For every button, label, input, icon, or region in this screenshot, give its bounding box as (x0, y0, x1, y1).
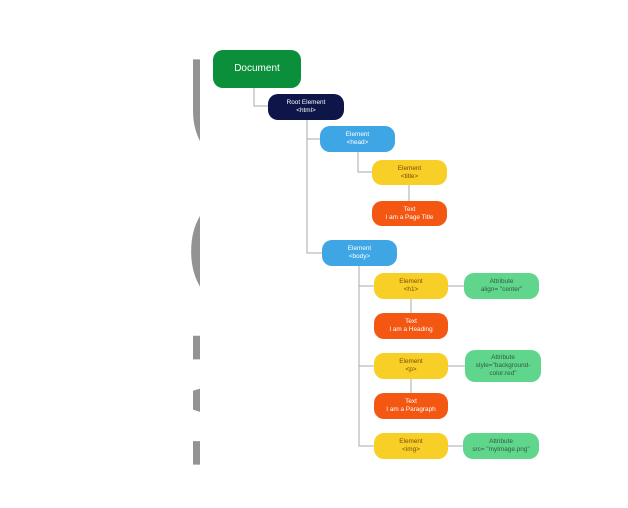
node-h1-attr-value: align= "center" (480, 286, 523, 293)
node-h1-attribute: Attribute align= "center" (464, 273, 539, 299)
node-img-tag: <img> (402, 446, 420, 453)
node-root-tag: <html> (296, 107, 316, 114)
node-head-element: Element <head> (320, 126, 395, 152)
node-h1-text-type: Text (405, 318, 417, 325)
node-body-tag: <body> (348, 253, 371, 260)
node-img-type: Element (399, 438, 423, 445)
node-h1-text-value: I am a Heading (389, 326, 433, 333)
node-p-text-type: Text (405, 398, 417, 405)
dom-side-title-text: DOM (152, 47, 200, 477)
node-title-type: Element (397, 164, 422, 172)
node-p-attr-value-2: color:red" (489, 370, 517, 377)
node-document: Document (213, 50, 301, 88)
node-img-attr-value: src= "myImage.png" (472, 446, 530, 453)
dom-side-title: DOM (152, 47, 200, 477)
node-img-element: Element <img> (374, 433, 448, 459)
node-p-text-value: I am a Paragraph (386, 406, 436, 413)
node-title-tag: <title> (400, 172, 419, 180)
node-p-element: Element <p> (374, 353, 448, 379)
connector-body-h1 (358, 266, 374, 287)
node-body-element: Element <body> (322, 240, 397, 266)
node-img-attr-type: Attribute (489, 438, 513, 445)
node-p-type: Element (399, 358, 423, 365)
node-title-element: Element <title> (372, 160, 447, 185)
node-p-tag: <p> (405, 366, 417, 373)
connector-body-p (358, 286, 374, 367)
node-root-type: Root Element (286, 99, 326, 106)
connector-head-title (357, 152, 372, 173)
node-h1-element: Element <h1> (374, 273, 448, 299)
connector-root-head (306, 120, 320, 140)
node-head-type: Element (345, 131, 370, 138)
node-p-attr-value-1: style="background- (475, 362, 531, 369)
node-title-text-value: I am a Page Title (385, 213, 434, 221)
node-h1-text: Text I am a Heading (374, 313, 448, 339)
connector-body-img (358, 366, 374, 447)
node-h1-tag: <h1> (403, 286, 419, 293)
node-title-text: Text I am a Page Title (372, 201, 447, 226)
node-p-text: Text I am a Paragraph (374, 393, 448, 419)
node-h1-attr-type: Attribute (489, 278, 514, 285)
node-p-attribute: Attribute style="background- color:red" (465, 350, 541, 382)
node-img-attribute: Attribute src= "myImage.png" (463, 433, 539, 459)
node-p-attr-type: Attribute (491, 354, 515, 361)
connector-root-body (306, 139, 322, 254)
node-document-label: Document (234, 62, 280, 74)
node-root-element: Root Element <html> (268, 94, 344, 120)
node-title-text-type: Text (403, 205, 416, 213)
node-body-type: Element (347, 245, 372, 252)
connector-document-root (253, 88, 268, 107)
node-h1-type: Element (399, 278, 423, 285)
node-head-tag: <head> (346, 139, 369, 146)
